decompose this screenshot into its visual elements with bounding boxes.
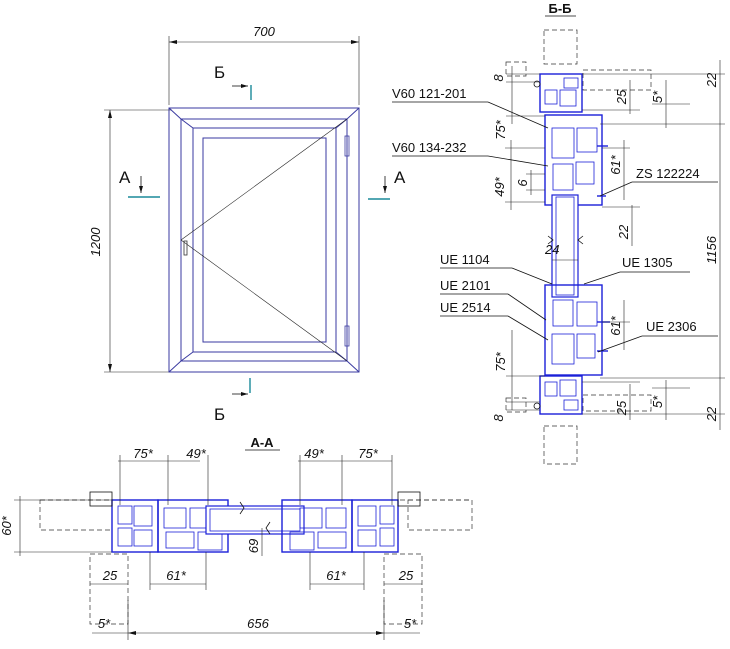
profile-label-ue-2514: UE 2514 bbox=[440, 300, 491, 315]
aa-dim-75-left: 75* bbox=[133, 446, 153, 461]
section-mark-a-right: А bbox=[394, 168, 406, 187]
aa-dim-49-left: 49* bbox=[186, 446, 206, 461]
aa-dim-656: 656 bbox=[247, 616, 269, 631]
hinge-icon bbox=[344, 135, 350, 157]
bb-dim-61-top: 61* bbox=[608, 154, 623, 174]
aa-dim-61-right: 61* bbox=[326, 568, 346, 583]
handle-icon bbox=[183, 240, 188, 256]
dim-width-700: 700 bbox=[253, 24, 275, 39]
bb-dim-22-mid: 22 bbox=[616, 224, 631, 240]
profile-label-v60-134-232: V60 134-232 bbox=[392, 140, 466, 155]
bb-dim-75-top: 75* bbox=[493, 119, 508, 139]
aa-dim-49-right: 49* bbox=[304, 446, 324, 461]
section-bb: Б-Б bbox=[392, 1, 725, 465]
aa-dim-25-right: 25 bbox=[398, 568, 414, 583]
aa-dim-25-left: 25 bbox=[102, 568, 118, 583]
aa-dim-5-left: 5* bbox=[98, 616, 111, 631]
aa-dim-69: 69 bbox=[246, 539, 261, 553]
profile-label-ue-1104: UE 1104 bbox=[440, 252, 490, 267]
section-aa-title: А-А bbox=[250, 435, 274, 450]
bb-dim-75-bottom: 75* bbox=[493, 351, 508, 371]
dim-height-1200: 1200 bbox=[88, 227, 103, 257]
bb-dim-5-bottom: 5* bbox=[650, 395, 665, 408]
section-bb-title: Б-Б bbox=[548, 1, 571, 16]
section-aa: А-А bbox=[0, 435, 473, 640]
bb-dim-61-bottom: 61* bbox=[608, 315, 623, 335]
profile-label-ue-1305: UE 1305 bbox=[622, 255, 673, 270]
bb-dim-25-top: 25 bbox=[614, 89, 629, 105]
section-mark-b-top: Б bbox=[214, 63, 225, 82]
bb-dim-8-top: 8 bbox=[491, 74, 506, 82]
bb-dim-49: 49* bbox=[492, 176, 507, 196]
bb-dim-22-bottom: 22 bbox=[704, 406, 719, 422]
bb-dim-5-top: 5* bbox=[650, 90, 665, 103]
profile-label-ue-2306: UE 2306 bbox=[646, 319, 697, 334]
profile-label-ue-2101: UE 2101 bbox=[440, 278, 491, 293]
front-view: 700 1200 Б Б bbox=[88, 24, 406, 424]
bb-dim-1156: 1156 bbox=[704, 235, 719, 264]
section-mark-b-bottom: Б bbox=[214, 405, 225, 424]
bb-dim-24: 24 bbox=[544, 242, 559, 257]
bb-dim-25-bottom: 25 bbox=[614, 400, 629, 416]
profile-label-zs-122224: ZS 122224 bbox=[636, 166, 700, 181]
profile-label-v60-121-201: V60 121-201 bbox=[392, 86, 466, 101]
bb-dim-8-bottom: 8 bbox=[491, 414, 506, 422]
section-mark-a-left: А bbox=[119, 168, 131, 187]
aa-dim-61-left: 61* bbox=[166, 568, 186, 583]
aa-dim-5-right: 5* bbox=[404, 616, 417, 631]
bb-dim-22-top: 22 bbox=[704, 72, 719, 88]
aa-dim-60: 60* bbox=[0, 515, 14, 535]
hinge-icon bbox=[344, 325, 350, 347]
aa-dim-75-right: 75* bbox=[358, 446, 378, 461]
bb-dim-6: 6 bbox=[515, 179, 530, 187]
